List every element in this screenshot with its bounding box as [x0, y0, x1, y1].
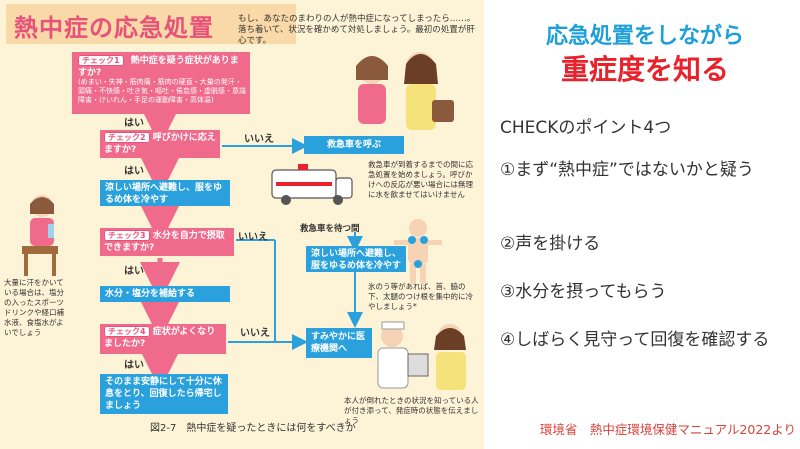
check1-symptoms: (めまい・失神・筋肉痛・筋肉の硬直・大量の発汗・頭痛・不快感・吐き気・嘔吐・倦怠…: [78, 78, 246, 104]
point-4: ④しばらく見守って回復を確認する: [500, 330, 770, 350]
cooling-body-illustration: [394, 219, 442, 284]
check3-question: 水分を自力で摂取できますか?: [104, 231, 225, 253]
point-1: ①まず“熱中症”ではないかと疑う: [500, 160, 754, 180]
slide-title-line1: 応急処置をしながら: [545, 24, 744, 49]
check4-badge: チェック4: [104, 326, 150, 337]
figure-caption: 図2-7 熱中症を疑ったときには何をすべきか: [150, 423, 356, 434]
title-bar: [6, 4, 296, 44]
flowchart-title: 熱中症の応急処置: [14, 14, 214, 42]
cool-step2-box: 涼しい場所へ避難し、服をゆるめ体を冷やす: [306, 246, 406, 272]
drinking-person-illustration: [22, 195, 58, 276]
check1-badge: チェック1: [78, 55, 124, 66]
drink-note: 大量に汗をかいている場合は、塩分の入ったスポーツドリンクや経口補水液、食塩水がよ…: [4, 278, 64, 337]
ice-note: 氷のう等があれば、首、脇の下、太腿のつけ根を集中的に冷やしましょう*: [368, 282, 473, 311]
check1-question: 熱中症を疑う症状がありますか?: [78, 56, 239, 78]
call-ambulance-box: 救急車を呼ぶ: [304, 136, 404, 154]
flow-connectors: [140, 106, 363, 390]
rest-step-box: そのまま安静にして十分に休息をとり、回復したら帰宅しましょう: [100, 374, 228, 414]
helper-illustration: [356, 52, 454, 130]
hospital-illustration: [377, 321, 466, 390]
point-3: ③水分を摂ってもらう: [500, 282, 667, 302]
cool-step-box: 涼しい場所へ避難し、服をゆるめ体を冷やす: [100, 180, 230, 206]
check-points-heading: CHECKのポイント4つ: [500, 118, 672, 138]
hospital-note: 本人が倒れたときの状況を知っている人が付き添って、発症時の状態を伝えましょう: [344, 396, 479, 425]
check3-box: チェック3 水分を自力で摂取できますか?: [100, 228, 234, 256]
ambulance-icon: [271, 164, 353, 205]
slide-title-line2: 重症度を知る: [560, 53, 729, 86]
check2-badge: チェック2: [104, 132, 150, 143]
check4-box: チェック4 症状がよくなりましたか?: [100, 324, 226, 354]
yes-label-1: はい: [124, 118, 144, 129]
source-credit: 環境省 熱中症環境保健マニュアル2022より: [539, 422, 796, 437]
check4-question: 症状がよくなりましたか?: [104, 327, 216, 349]
hospital-box: すみやかに医療機関へ: [306, 328, 372, 358]
wait-ambulance-label: 救急車を待つ間: [300, 224, 360, 234]
check3-badge: チェック3: [104, 230, 150, 241]
water-step-box: 水分・塩分を補給する: [100, 286, 230, 302]
no-label-3: いいえ: [240, 328, 270, 339]
check1-box: チェック1 熱中症を疑う症状がありますか?: [72, 52, 250, 114]
yes-label-4: はい: [124, 360, 144, 371]
no-label-2: いいえ: [238, 232, 268, 243]
check2-box: チェック2 呼びかけに応えますか?: [100, 130, 220, 158]
no-label-1: いいえ: [244, 134, 274, 145]
yes-label-3: はい: [124, 266, 144, 277]
call-ambulance-note: 救急車が到着するまでの間に応急処置を始めましょう。呼びかけへの反応が悪い場合には…: [368, 160, 473, 199]
point-2: ②声を掛ける: [500, 234, 601, 254]
intro-text: もし、あなたのまわりの人が熱中症になってしまったら……。落ち着いて、状況を確かめ…: [238, 14, 476, 46]
yes-label-2: はい: [124, 166, 144, 177]
check2-question: 呼びかけに応えますか?: [104, 133, 216, 155]
